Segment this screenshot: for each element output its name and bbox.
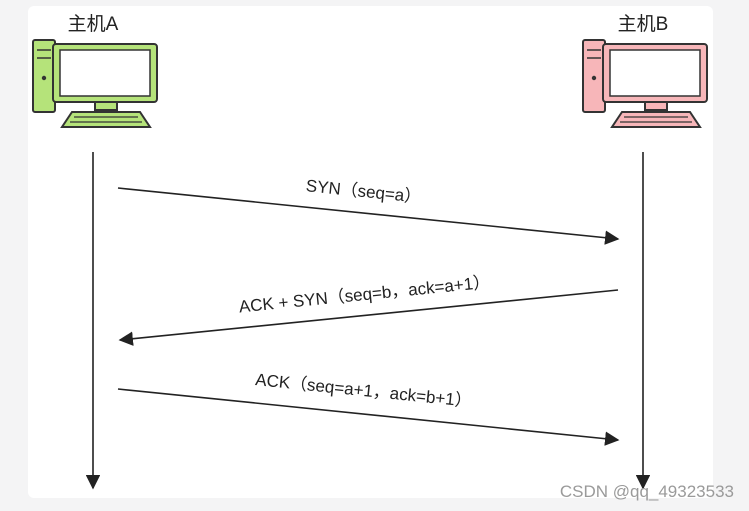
- host-b: 主机B: [582, 13, 708, 128]
- ack-syn-label: ACK + SYN（seq=b，ack=a+1）: [238, 273, 491, 317]
- host-a-label: 主机A: [68, 13, 119, 35]
- host-b-label: 主机B: [618, 13, 669, 35]
- watermark: CSDN @qq_49323533: [560, 482, 734, 501]
- ack-arrow: [117, 388, 620, 446]
- desktop-computer-icon: [582, 39, 708, 128]
- desktop-computer-icon: [32, 39, 158, 128]
- ack-syn-arrow: [118, 289, 619, 346]
- syn-arrow: [117, 187, 620, 245]
- message-syn: SYN（seq=a）: [117, 176, 620, 245]
- message-ack: ACK（seq=a+1，ack=b+1）: [117, 370, 620, 446]
- message-ack-syn: ACK + SYN（seq=b，ack=a+1）: [118, 273, 619, 346]
- ack-label: ACK（seq=a+1，ack=b+1）: [254, 370, 472, 411]
- syn-label: SYN（seq=a）: [305, 176, 422, 207]
- host-a: 主机A: [32, 13, 158, 128]
